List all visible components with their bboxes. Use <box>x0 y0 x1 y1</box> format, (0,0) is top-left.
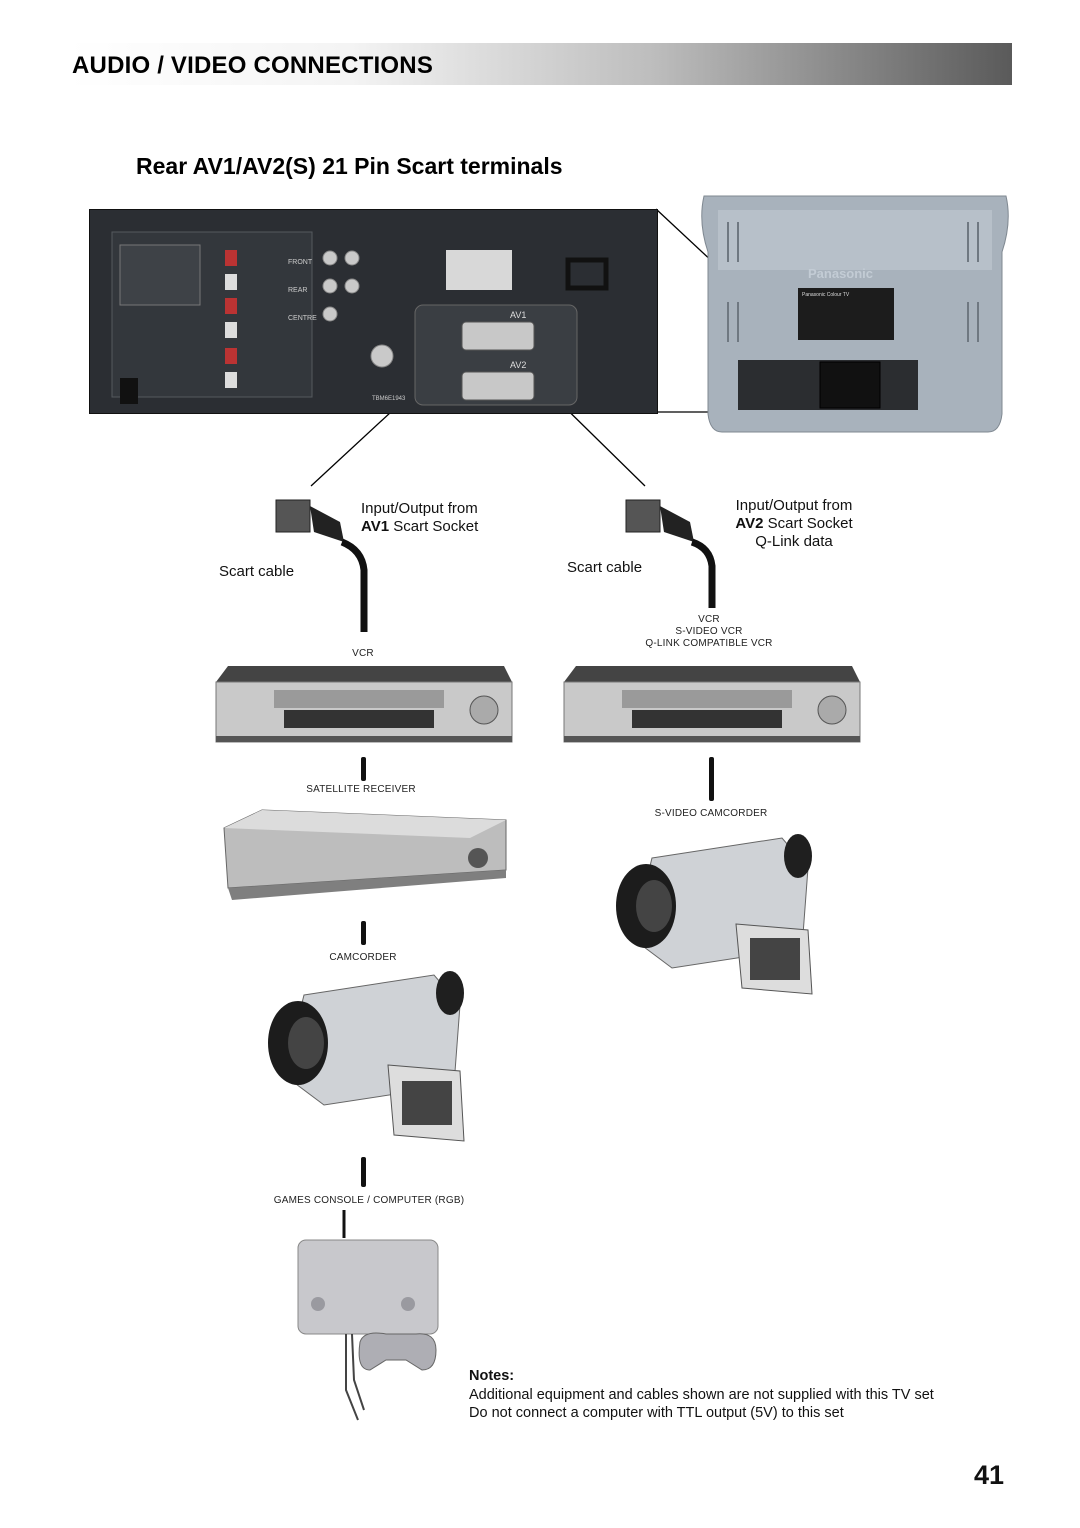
device-label-vcr: VCR <box>352 648 374 659</box>
camcorder-image-right <box>616 834 813 995</box>
vcr-image-right <box>563 666 861 743</box>
scart-plug-left <box>275 499 368 632</box>
svideo-vcr-line: S-VIDEO VCR <box>675 626 743 637</box>
io-label-av2: Input/Output from AV2 Scart Socket Q-Lin… <box>735 497 852 551</box>
note-line: Do not connect a computer with TTL outpu… <box>469 1405 844 1421</box>
io-line-2: AV1 Scart Socket <box>361 518 478 536</box>
page-title: AUDIO / VIDEO CONNECTIONS <box>72 52 434 79</box>
io-socket-name: AV1 <box>361 518 390 535</box>
io-socket-name: AV2 <box>735 515 764 532</box>
note-line: Additional equipment and cables shown ar… <box>469 1386 934 1403</box>
device-label-camcorder: CAMCORDER <box>329 952 397 963</box>
notes-block: Notes: Additional equipment and cables s… <box>469 1367 934 1423</box>
cable-segment <box>361 921 366 945</box>
front-label: FRONT <box>288 259 313 266</box>
rear-label: REAR <box>288 287 307 294</box>
panel-code: TBM6E1943 <box>372 396 406 402</box>
av1-tag: AV1 <box>510 310 526 320</box>
notes-heading: Notes: <box>469 1368 515 1384</box>
scart-cable-label-right: Scart cable <box>567 559 643 576</box>
io-line-2: AV2 Scart Socket <box>735 515 852 533</box>
vcr-image-left <box>215 666 513 743</box>
cable-segment <box>361 1157 366 1187</box>
io-socket-rest: Scart Socket <box>389 518 479 535</box>
device-label-svideo-camcorder: S-VIDEO CAMCORDER <box>654 808 768 819</box>
tv-brand: Panasonic <box>808 266 873 281</box>
vcr-line: VCR <box>698 614 720 625</box>
io-line-1: Input/Output from <box>361 500 478 517</box>
io-line-1: Input/Output from <box>735 497 853 514</box>
rear-panel-image: FRONT REAR CENTRE AV1 AV2 TBM6E1943 <box>89 209 658 414</box>
tv-back-image: Panasonic Colour TV Panasonic <box>698 192 1012 436</box>
qlink-vcr-line: Q-LINK COMPATIBLE VCR <box>645 638 773 649</box>
device-label-satellite: SATELLITE RECEIVER <box>306 784 416 795</box>
scart-plug-right <box>625 499 716 608</box>
centre-label: CENTRE <box>288 315 317 322</box>
io-socket-rest: Scart Socket <box>763 515 853 532</box>
page-number: 41 <box>973 1460 1004 1490</box>
satellite-receiver-image <box>223 809 507 900</box>
camcorder-image-left <box>268 971 465 1142</box>
section-subtitle: Rear AV1/AV2(S) 21 Pin Scart terminals <box>136 153 563 179</box>
header-bar <box>68 43 1012 85</box>
cable-segment <box>709 757 714 801</box>
av2-tag: AV2 <box>510 360 526 370</box>
io-line-3: Q-Link data <box>755 533 833 550</box>
scart-cable-label-left: Scart cable <box>219 563 295 580</box>
cable-segment <box>361 757 366 781</box>
device-label-vcr-group: VCR S-VIDEO VCR Q-LINK COMPATIBLE VCR <box>645 614 772 650</box>
io-label-av1: Input/Output from AV1 Scart Socket <box>361 500 478 536</box>
device-label-games-console: GAMES CONSOLE / COMPUTER (RGB) <box>273 1195 465 1206</box>
games-console-image <box>297 1210 439 1421</box>
tv-plate-text: Panasonic Colour TV <box>802 292 850 298</box>
